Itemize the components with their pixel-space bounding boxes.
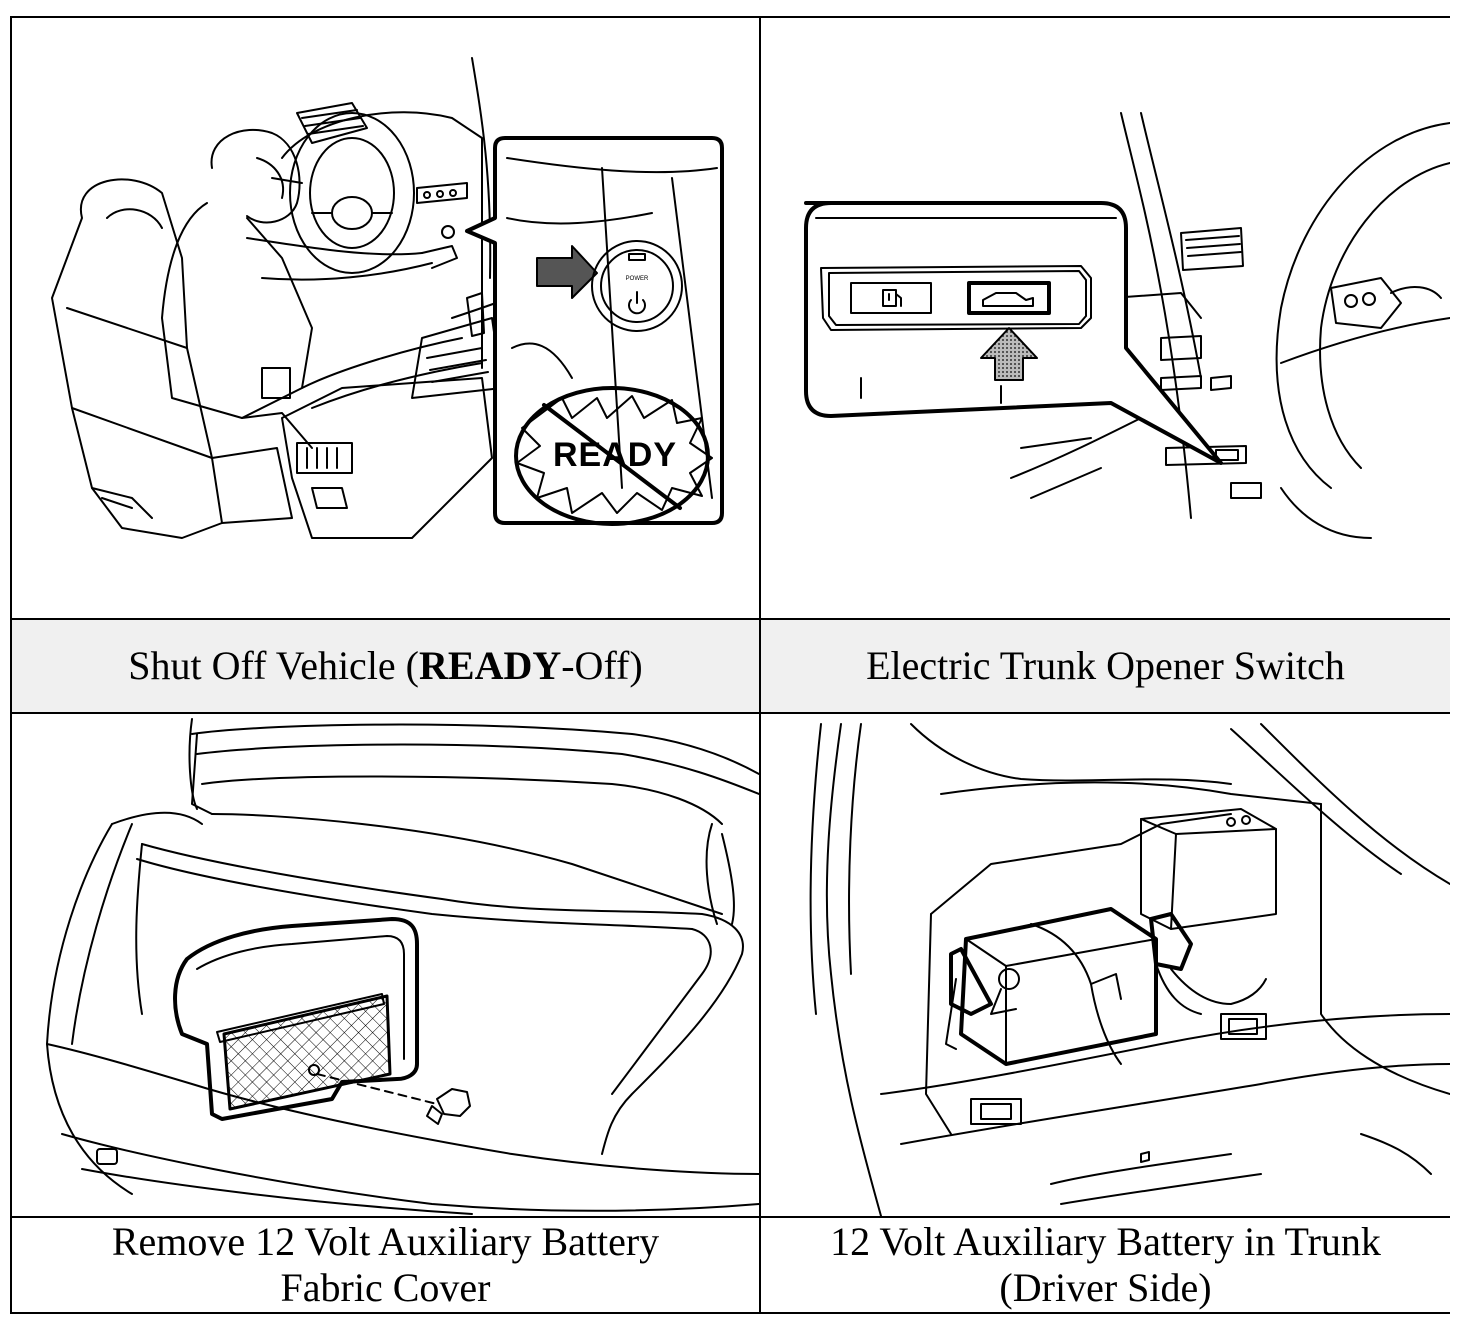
caption-battery-in-trunk-line1: 12 Volt Auxiliary Battery in Trunk <box>830 1219 1381 1264</box>
caption-battery-in-trunk-line2: (Driver Side) <box>999 1265 1212 1310</box>
procedure-grid: READY POWER <box>10 16 1450 1314</box>
row-divider-2 <box>12 712 1450 714</box>
driver-pressing-power-button-drawing <box>51 57 724 539</box>
caption-remove-battery-cover-line1: Remove 12 Volt Auxiliary Battery <box>111 1219 660 1264</box>
caption-shut-off-ready: READY <box>419 643 562 688</box>
row-divider-1 <box>12 618 1450 620</box>
caption-trunk-switch: Electric Trunk Opener Switch <box>761 620 1450 712</box>
column-divider-bottom <box>759 714 761 1312</box>
caption-shut-off-prefix: Shut Off Vehicle ( <box>128 643 419 688</box>
caption-remove-battery-cover: Remove 12 Volt Auxiliary Battery Fabric … <box>12 1218 759 1312</box>
caption-remove-battery-cover-line2: Fabric Cover <box>280 1265 491 1310</box>
fabric-cover-illustration <box>12 714 759 1216</box>
trunk-switch-illustration <box>761 18 1450 618</box>
trunk-battery-location-drawing <box>809 723 1450 1216</box>
trunk-fabric-cover-drawing <box>46 718 759 1215</box>
column-divider-top <box>759 18 761 714</box>
caption-shut-off-vehicle: Shut Off Vehicle (READY-Off) <box>12 620 759 712</box>
caption-battery-in-trunk: 12 Volt Auxiliary Battery in Trunk (Driv… <box>761 1218 1450 1312</box>
dashboard-trunk-switch-drawing <box>804 112 1450 539</box>
battery-illustration <box>761 714 1450 1216</box>
row-divider-3 <box>12 1216 1450 1218</box>
power-button-label: POWER <box>625 276 649 282</box>
ready-indicator-label: READY <box>552 436 678 474</box>
caption-shut-off-suffix: -Off) <box>561 643 643 688</box>
shut-off-illustration: READY POWER <box>12 18 759 618</box>
